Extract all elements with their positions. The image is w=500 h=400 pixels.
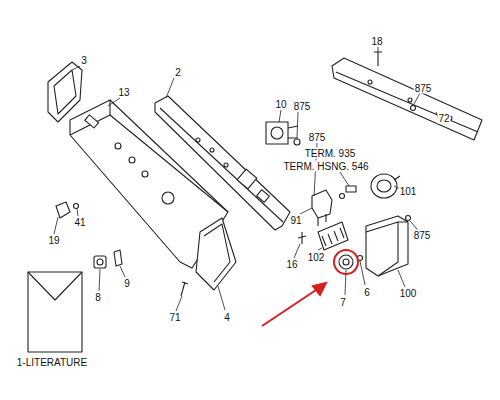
callout-number: 875 xyxy=(293,101,312,112)
callout-number: 71 xyxy=(168,312,181,323)
callout-number: 91 xyxy=(289,215,302,226)
callout-number: 875 xyxy=(414,83,433,94)
part-note: TERM. 935 xyxy=(304,148,357,159)
end-cap xyxy=(196,218,236,290)
callout-number: 100 xyxy=(399,288,418,299)
screw xyxy=(406,216,411,221)
callout-number: 19 xyxy=(47,235,60,246)
callout-number: 102 xyxy=(307,252,326,263)
screw xyxy=(411,106,416,111)
mounting-bracket xyxy=(332,58,482,140)
part-note: 1-LITERATURE xyxy=(16,357,88,368)
clip xyxy=(114,250,122,266)
screw xyxy=(294,139,300,145)
spring xyxy=(74,204,79,209)
callout-number: 2 xyxy=(174,67,182,78)
leader-lines xyxy=(54,47,440,311)
screw xyxy=(374,52,382,66)
frame-plate xyxy=(155,96,290,230)
highlight-arrow xyxy=(262,250,358,326)
callout-number: 9 xyxy=(123,278,131,289)
callout-number: 4 xyxy=(223,312,231,323)
callout-number: 875 xyxy=(308,132,327,143)
literature-envelope xyxy=(28,272,82,352)
callout-number: 18 xyxy=(370,36,383,47)
part-note: TERM. HSNG. 546 xyxy=(282,161,369,172)
callout-number: 72 xyxy=(437,113,450,124)
terminal-housing xyxy=(346,186,356,192)
end-bracket xyxy=(48,62,82,122)
timer-motor xyxy=(371,174,397,198)
callout-number: 875 xyxy=(413,230,432,241)
timer xyxy=(366,216,408,276)
screw xyxy=(181,282,188,296)
knob xyxy=(94,256,106,268)
screw xyxy=(340,194,345,199)
relay xyxy=(312,190,332,218)
callout-number: 8 xyxy=(94,292,102,303)
callout-number: 41 xyxy=(73,217,86,228)
callout-number: 101 xyxy=(399,186,418,197)
clip xyxy=(298,232,306,244)
switch xyxy=(266,122,288,144)
button xyxy=(56,202,70,218)
callout-number: 16 xyxy=(285,259,298,270)
terminal-block xyxy=(318,222,348,250)
callout-number: 3 xyxy=(80,55,88,66)
callout-number: 10 xyxy=(274,99,287,110)
callout-number: 13 xyxy=(117,87,130,98)
callout-number: 7 xyxy=(339,297,347,308)
timer-knob xyxy=(339,255,353,269)
callout-number: 6 xyxy=(363,287,371,298)
